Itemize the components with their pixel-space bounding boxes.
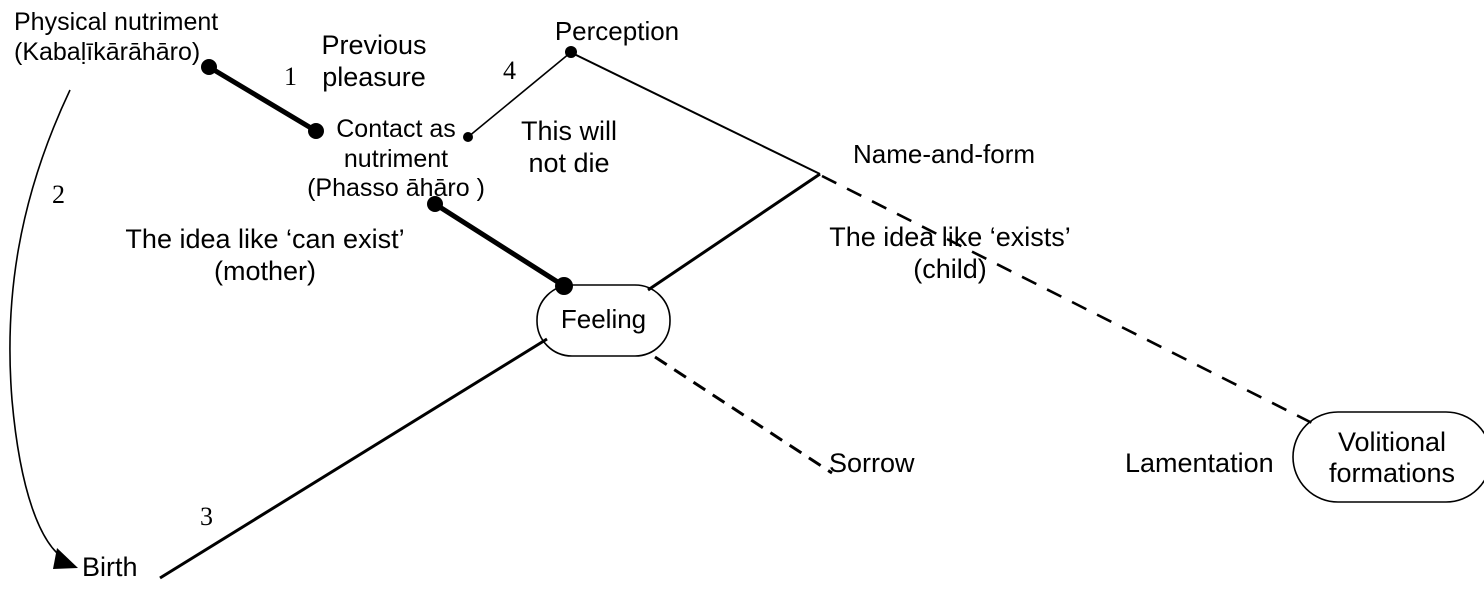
label-previous-pleasure: Previous pleasure [321,30,427,92]
edge-number-4: 4 [503,56,516,85]
edge-contact-as-nutriment-to-feeling [432,201,567,289]
dot-contact-as-nutriment-top [308,123,324,139]
edge-birth-to-feeling [159,337,548,580]
edge-number-1: 1 [284,62,297,91]
edge-number-2: 2 [52,180,65,209]
label-name-and-form: Name-and-form [852,139,1036,169]
label-lamentation: Lamentation [1125,448,1274,478]
edge-number-3: 3 [200,502,213,531]
label-idea-can-exist: The idea like ‘can exist’ (mother) [125,224,405,286]
label-birth: Birth [82,552,138,582]
edge-feeling-to-sorrow [654,355,833,475]
node-label-feeling[interactable]: Feeling [560,304,647,334]
dot-perception [565,46,577,58]
edge-contact-dot-to-perception [467,52,571,138]
label-contact-as-nutriment: Contact as nutriment (Phasso āhāro ) [307,115,485,202]
edge-name-and-form-to-feeling [647,172,821,292]
label-idea-exists: The idea like ‘exists’ (child) [829,222,1071,284]
label-this-will-not-die: This will not die [520,116,618,178]
label-sorrow: Sorrow [829,448,915,478]
label-physical-nutriment: Physical nutriment (Kabaḷīkārāhāro) [14,8,219,66]
node-label-volitional-formations[interactable]: Volitional formations [1328,427,1456,488]
dot-contact-branch [463,132,473,142]
edge-physical-nutriment-to-contact [206,64,319,134]
label-perception: Perception [554,16,680,46]
arrowhead-birth [53,548,78,569]
dot-feeling [555,277,573,295]
edge-name-and-form-to-volitional-formations [821,174,1321,429]
edge-physical-nutriment-to-birth [9,89,71,561]
edge-perception-to-name-and-form [571,52,821,175]
node-volitional-formations-shape[interactable] [1292,411,1484,503]
node-feeling-shape[interactable] [536,284,671,357]
dot-phasso-ahara [427,196,443,212]
dot-physical-nutriment [201,59,217,75]
